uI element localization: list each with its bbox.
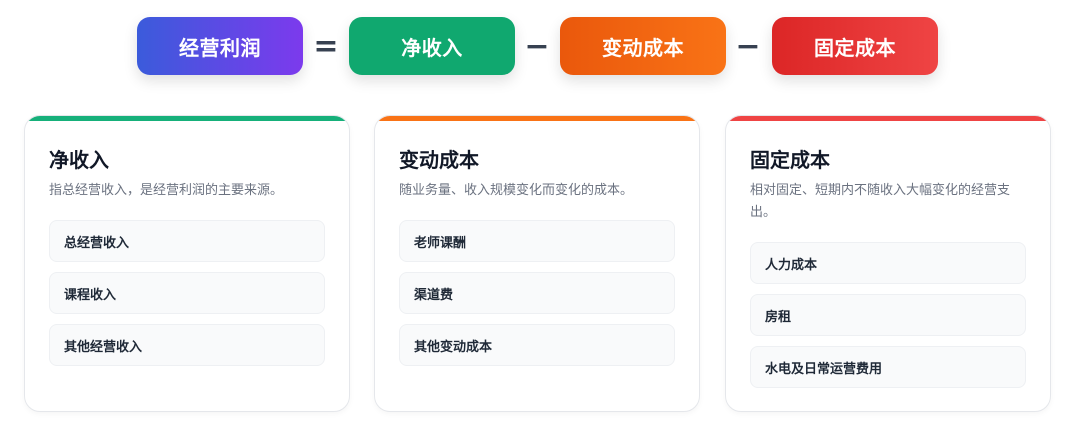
fixed-cost-card: 固定成本 相对固定、短期内不随收入大幅变化的经营支出。 人力成本 房租 水电及日… — [725, 115, 1051, 412]
card-description: 随业务量、收入规模变化而变化的成本。 — [399, 183, 634, 198]
list-item: 水电及日常运营费用 — [750, 346, 1026, 388]
card-title: 变动成本 — [399, 148, 479, 172]
card-title: 固定成本 — [750, 148, 830, 172]
net-revenue-label: 净收入 — [401, 35, 463, 60]
variable-cost-label: 变动成本 — [602, 35, 684, 60]
list-item: 总经营收入 — [49, 220, 325, 262]
card-accent-bar — [25, 116, 349, 121]
list-item: 房租 — [750, 294, 1026, 336]
operating-profit-pill: 经营利润 — [137, 17, 303, 75]
card-accent-bar — [375, 116, 699, 121]
list-item: 课程收入 — [49, 272, 325, 314]
card-description: 相对固定、短期内不随收入大幅变化的经营支出。 — [750, 183, 1011, 220]
card-accent-bar — [726, 116, 1050, 121]
card-description: 指总经营收入，是经营利润的主要来源。 — [49, 183, 284, 198]
card-title: 净收入 — [49, 148, 109, 172]
operating-profit-label: 经营利润 — [179, 35, 261, 60]
fixed-cost-label: 固定成本 — [814, 35, 896, 60]
list-item: 其他经营收入 — [49, 324, 325, 366]
minus-operator-1: − — [524, 28, 550, 64]
variable-cost-pill: 变动成本 — [560, 17, 726, 75]
list-item: 渠道费 — [399, 272, 675, 314]
card-item-list: 人力成本 房租 水电及日常运营费用 — [750, 242, 1026, 398]
formula-row: 经营利润 = 净收入 − 变动成本 − 固定成本 — [0, 17, 1080, 75]
card-item-list: 总经营收入 课程收入 其他经营收入 — [49, 220, 325, 376]
minus-operator-2: − — [735, 28, 761, 64]
list-item: 老师课酬 — [399, 220, 675, 262]
net-revenue-card: 净收入 指总经营收入，是经营利润的主要来源。 总经营收入 课程收入 其他经营收入 — [24, 115, 350, 412]
card-item-list: 老师课酬 渠道费 其他变动成本 — [399, 220, 675, 376]
list-item: 人力成本 — [750, 242, 1026, 284]
net-revenue-pill: 净收入 — [349, 17, 515, 75]
variable-cost-card: 变动成本 随业务量、收入规模变化而变化的成本。 老师课酬 渠道费 其他变动成本 — [374, 115, 700, 412]
fixed-cost-pill: 固定成本 — [772, 17, 938, 75]
list-item: 其他变动成本 — [399, 324, 675, 366]
equals-operator: = — [313, 28, 339, 64]
